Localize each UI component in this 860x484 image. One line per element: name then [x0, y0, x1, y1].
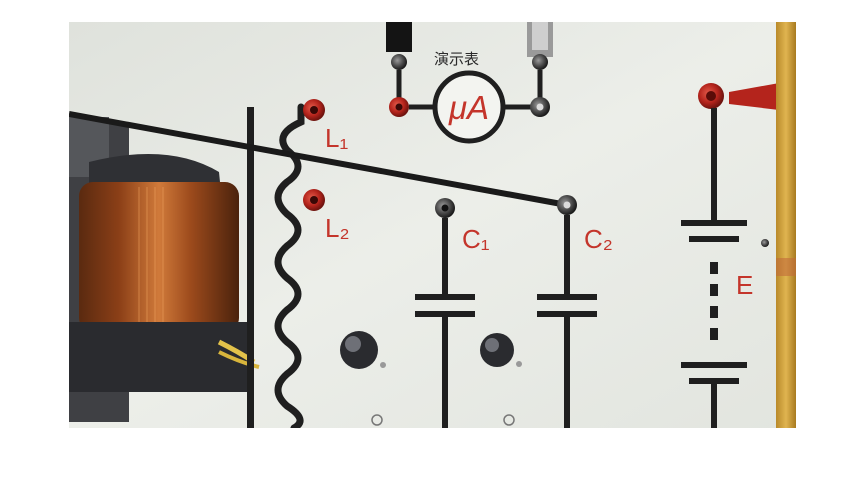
core-bar [247, 107, 254, 428]
meter-post-right [532, 54, 548, 70]
label-l1: L₁ [325, 123, 348, 153]
lc-circuit-demo-photo: 演示表 μA L₁ L₂ C₁ C₂ [69, 22, 796, 428]
battery-ellipsis [710, 262, 718, 340]
battery-plate-long-top [681, 220, 747, 226]
copper-winding [79, 182, 239, 332]
label-c1: C₁ [462, 224, 490, 254]
coil-assembly [69, 117, 260, 422]
battery-plate-long-bottom [681, 362, 747, 368]
meter-post-left [391, 54, 407, 70]
capacitor-c1-plate-bottom [415, 311, 475, 317]
battery-plate-short-top [689, 236, 739, 242]
mount-hole [503, 414, 515, 426]
label-c2: C₂ [584, 224, 613, 254]
lead-wire [69, 111, 568, 208]
capacitor-c1-plate-top [415, 294, 475, 300]
capacitor-c2-knob [480, 333, 522, 367]
label-l2: L₂ [325, 213, 350, 243]
capacitor-c2-plate-bottom [537, 311, 597, 317]
microammeter-unit: μA [448, 89, 489, 126]
side-strip [776, 22, 796, 428]
capacitor-c1-knob [340, 331, 386, 369]
mount-hole [371, 414, 383, 426]
battery-plate-short-bottom [689, 378, 739, 384]
meter-caption: 演示表 [434, 50, 479, 68]
meter-lead-left [386, 22, 412, 52]
label-e: E [736, 270, 753, 300]
capacitor-c2-plate-top [537, 294, 597, 300]
inductor-coil-symbol [274, 103, 305, 428]
